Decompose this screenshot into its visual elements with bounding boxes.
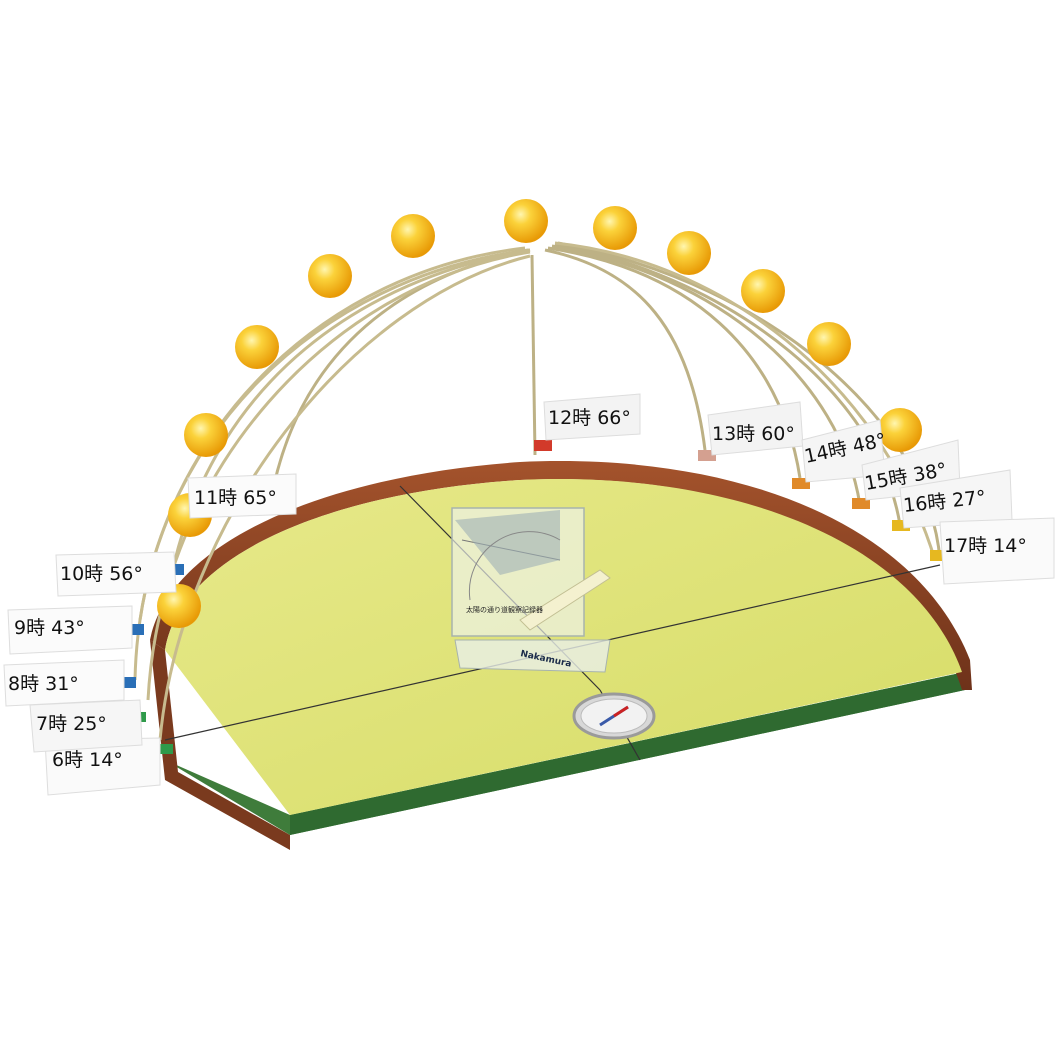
svg-text:9時 43°: 9時 43° (14, 617, 85, 639)
hour-tag-6: 6時 14° (44, 737, 161, 796)
svg-text:10時 56°: 10時 56° (60, 563, 143, 585)
hour-tag-12: 12時 66° (543, 393, 641, 441)
hour-tag-14: 14時 48° (801, 419, 888, 483)
compass (572, 692, 656, 740)
hour-tags: 6時 14° 7時 25° 8時 31° 9時 43° 10時 56° 11時 … (3, 393, 1055, 796)
sun-ball-17 (878, 408, 922, 452)
sun-ball-9 (235, 325, 279, 369)
svg-text:12時 66°: 12時 66° (548, 407, 631, 429)
svg-text:7時 25°: 7時 25° (36, 713, 107, 735)
hour-tag-8: 8時 31° (3, 659, 125, 707)
sun-ball-8 (184, 413, 228, 457)
hour-tag-17: 17時 14° (939, 517, 1055, 585)
sun-ball-15 (741, 269, 785, 313)
hour-tag-7: 7時 25° (29, 699, 143, 753)
sun-ball-14 (667, 231, 711, 275)
sun-ball-16 (807, 322, 851, 366)
sun-ball-10 (308, 254, 352, 298)
svg-text:6時 14°: 6時 14° (52, 749, 123, 771)
sun-ball-12 (504, 199, 548, 243)
hour-tag-10: 10時 56° (55, 551, 177, 597)
svg-text:13時 60°: 13時 60° (712, 423, 795, 445)
hour-tag-16: 16時 27° (899, 469, 1013, 529)
svg-text:11時 65°: 11時 65° (194, 487, 277, 509)
sun-ball-6 (157, 584, 201, 628)
hour-tag-9: 9時 43° (7, 605, 133, 655)
svg-text:17時 14°: 17時 14° (944, 535, 1027, 557)
observation-recorder-tool: 太陽の通り道観察記録器 Nakamura (451, 507, 611, 673)
sun-ball-11 (391, 214, 435, 258)
sun-balls (157, 199, 922, 628)
svg-text:8時 31°: 8時 31° (8, 673, 79, 695)
sun-ball-13 (593, 206, 637, 250)
hour-tag-13: 13時 60° (707, 401, 804, 456)
hour-tag-11: 11時 65° (187, 473, 297, 519)
tool-title: 太陽の通り道観察記録器 (466, 605, 543, 614)
